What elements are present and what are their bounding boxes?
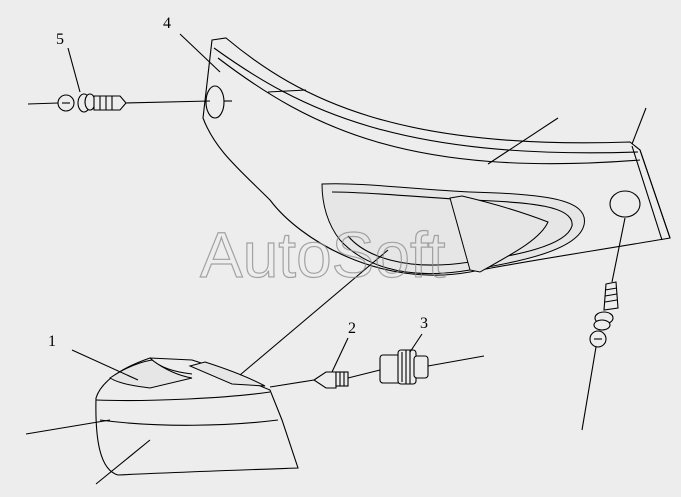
callout-3: 3 [420,315,428,332]
callout-5: 5 [56,31,64,48]
callout-2: 2 [348,320,356,337]
part-3-socket [379,349,429,385]
part-4-trim-panel [202,37,671,276]
callout-1: 1 [48,333,56,350]
right-screw [589,281,619,348]
callout-4: 4 [163,15,171,32]
part-5-screw [57,93,127,113]
watermark-text: AutoSoft [200,219,446,291]
mount-hole-left [205,85,225,119]
leader-lines [25,33,647,485]
part-1-lamp-housing [95,357,299,476]
part-2-bulb [313,371,349,389]
assembly-lines [27,100,626,431]
mount-hole-right [609,190,641,218]
